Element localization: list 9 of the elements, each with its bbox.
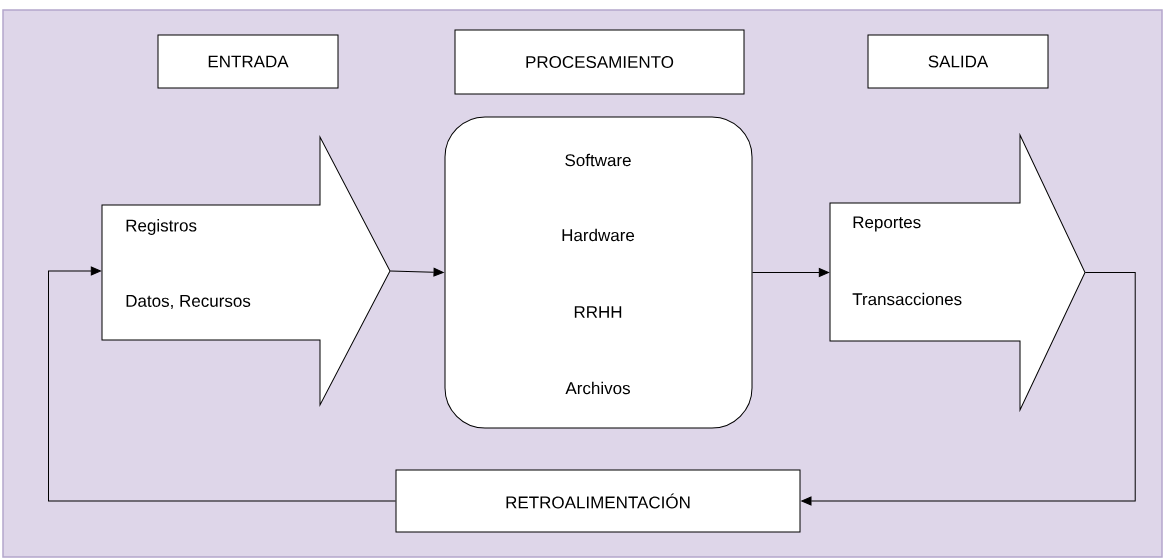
label-box: ENTRADA <box>157 34 339 89</box>
arrow <box>389 267 444 277</box>
label-box: SALIDA <box>867 34 1049 89</box>
arrow <box>801 272 1136 506</box>
label-box: RETROALIMENTACIÓN <box>395 469 801 533</box>
arrow <box>752 268 829 277</box>
arrow <box>48 266 396 502</box>
label-box: PROCESAMIENTO <box>454 29 745 95</box>
process-box: Software Hardware RRHH Archivos <box>444 116 753 429</box>
